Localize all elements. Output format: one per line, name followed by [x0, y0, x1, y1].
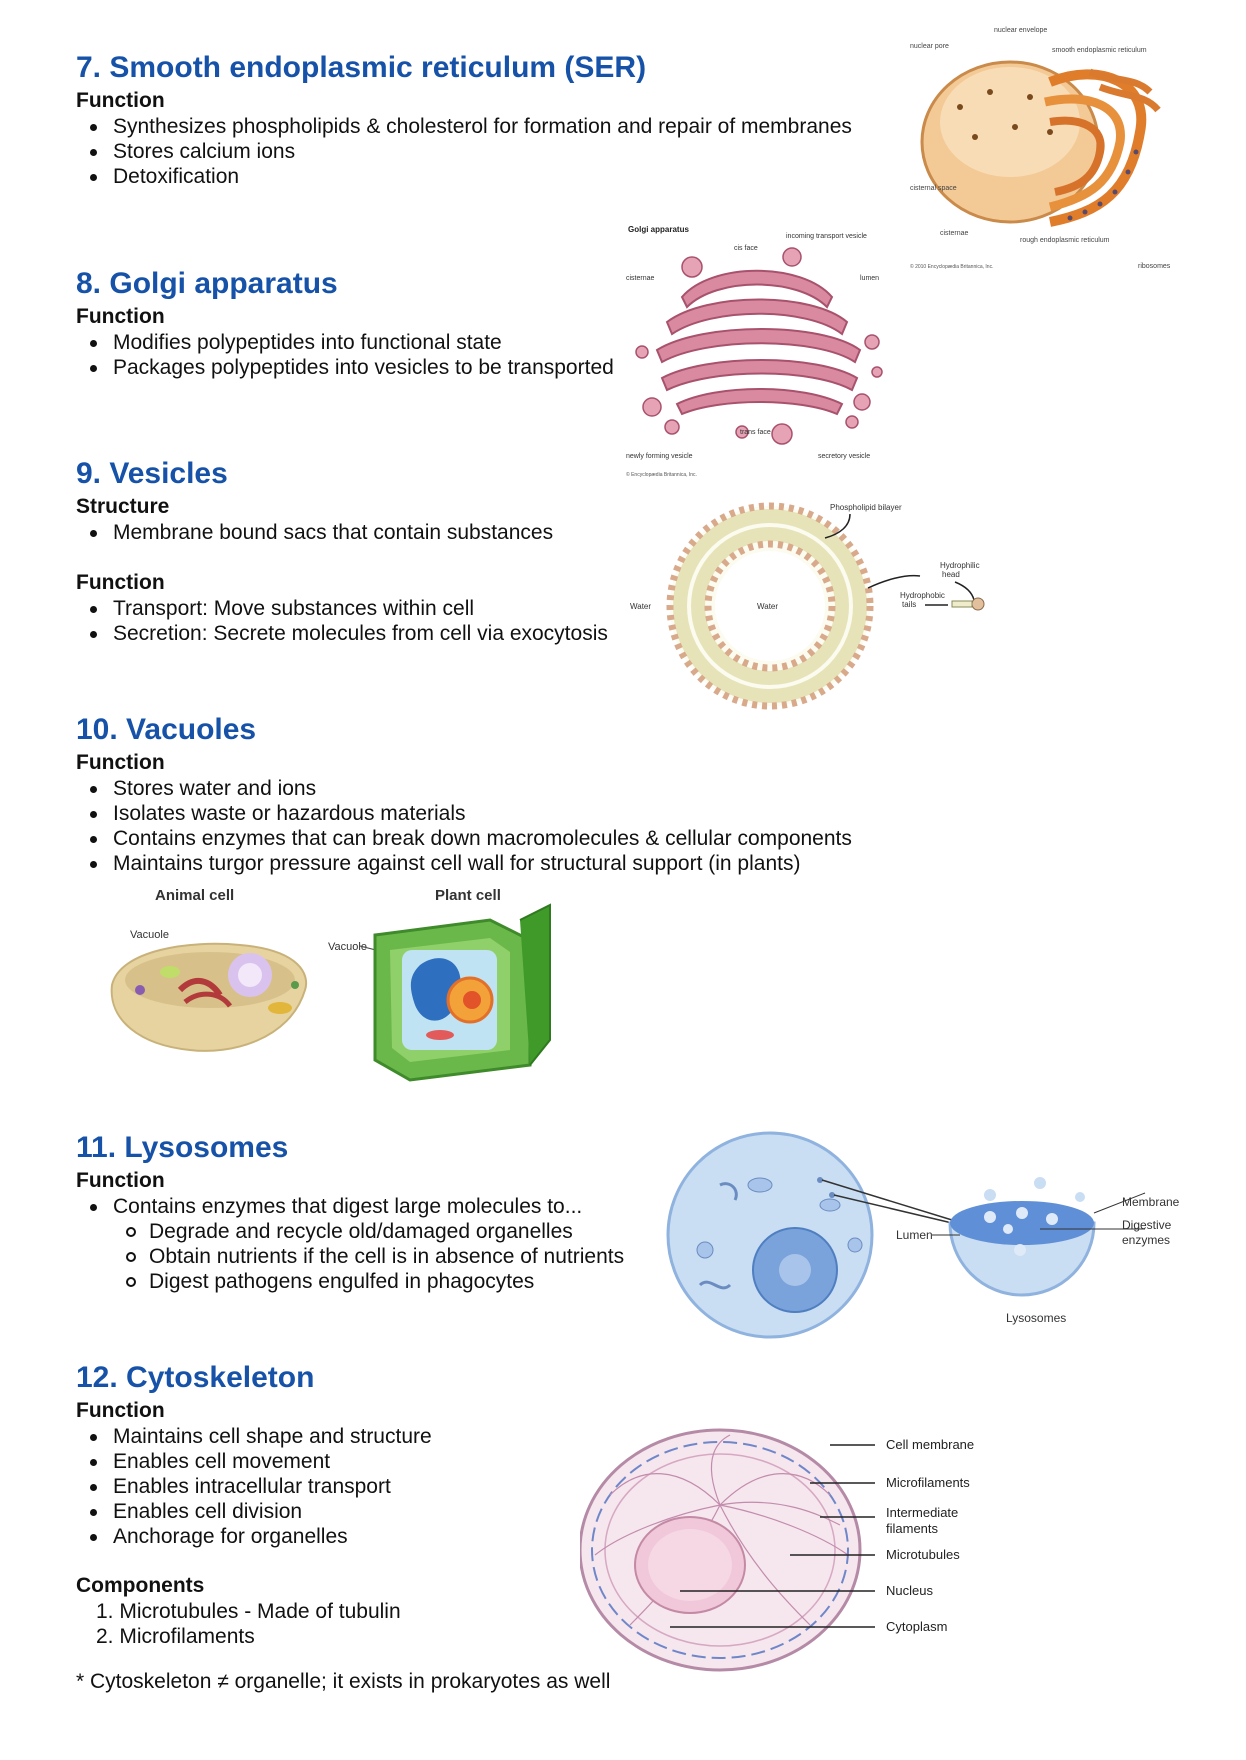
section-cytoskeleton: 12. Cytoskeleton Function Maintains cell…: [76, 1360, 610, 1695]
function-list: Transport: Move substances within cell S…: [76, 596, 608, 646]
lysosome-figure: Lumen Membrane Digestive enzymes Lysosom…: [660, 1125, 1200, 1345]
section-title: 9. Vesicles: [76, 457, 228, 490]
function-heading: Function: [76, 1399, 165, 1422]
label-nuclear-envelope: nuclear envelope: [994, 27, 1047, 34]
copyright-text: © Encyclopædia Britannica, Inc.: [626, 471, 697, 478]
label-secretory: secretory vesicle: [818, 453, 870, 460]
list-item: Membrane bound sacs that contain substan…: [76, 520, 608, 545]
list-item: Secretion: Secrete molecules from cell v…: [76, 621, 608, 646]
golgi-figure-title: Golgi apparatus: [628, 225, 689, 234]
vesicle-figure: Water Water Phospholipid bilayer Hydroph…: [620, 496, 1000, 716]
label-microtubules: Microtubules: [886, 1547, 960, 1562]
section-lysosomes: 11. Lysosomes Function Contains enzymes …: [76, 1130, 624, 1294]
list-item: Enables cell movement: [76, 1449, 610, 1474]
list-item: Digest pathogens engulfed in phagocytes: [76, 1269, 624, 1294]
footnote: * Cytoskeleton ≠ organelle; it exists in…: [76, 1670, 611, 1693]
function-heading: Function: [76, 751, 165, 774]
list-item: Contains enzymes that digest large molec…: [76, 1194, 624, 1219]
list-item: Contains enzymes that can break down mac…: [76, 826, 852, 851]
list-item: Modifies polypeptides into functional st…: [76, 330, 614, 355]
list-item: Synthesizes phospholipids & cholesterol …: [76, 114, 852, 139]
label-nuclear-pore: nuclear pore: [910, 43, 949, 50]
structure-list: Membrane bound sacs that contain substan…: [76, 520, 608, 545]
label-tails: tails: [902, 600, 916, 609]
components-heading: Components: [76, 1574, 205, 1597]
list-item: Maintains cell shape and structure: [76, 1424, 610, 1449]
label-lysosomes: Lysosomes: [1006, 1311, 1066, 1325]
list-item: 2. Microfilaments: [96, 1625, 255, 1648]
list-item: Transport: Move substances within cell: [76, 596, 608, 621]
label-smooth-er: smooth endoplasmic reticulum: [1052, 47, 1147, 54]
list-item: Enables intracellular transport: [76, 1474, 610, 1499]
section-golgi: 8. Golgi apparatus Function Modifies pol…: [76, 266, 614, 380]
label-cis-face: cis face: [734, 245, 758, 252]
function-list: Modifies polypeptides into functional st…: [76, 330, 614, 380]
function-heading: Function: [76, 571, 165, 594]
list-item: Packages polypeptides into vesicles to b…: [76, 355, 614, 380]
cytoskeleton-figure: Cell membrane Microfilaments Intermediat…: [580, 1425, 1020, 1675]
vacuole-figure: Animal cell Plant cell Vacuole Vacuole: [110, 880, 610, 1090]
label-water-outside: Water: [630, 602, 651, 611]
function-heading: Function: [76, 305, 165, 328]
label-cisternae: cisternae: [940, 230, 969, 237]
function-list: Contains enzymes that digest large molec…: [76, 1194, 624, 1219]
section-vacuoles: 10. Vacuoles Function Stores water and i…: [76, 712, 852, 876]
label-membrane: Membrane: [1122, 1195, 1180, 1209]
label-vacuole-plant: Vacuole: [328, 941, 367, 953]
function-list: Maintains cell shape and structure Enabl…: [76, 1424, 610, 1549]
section-title: 10. Vacuoles: [76, 713, 257, 746]
list-item: Maintains turgor pressure against cell w…: [76, 851, 852, 876]
label-cytoplasm: Cytoplasm: [886, 1619, 947, 1634]
label-animal-cell: Animal cell: [155, 887, 234, 904]
function-list: Stores water and ions Isolates waste or …: [76, 776, 852, 876]
label-filaments: filaments: [886, 1521, 939, 1536]
function-list: Synthesizes phospholipids & cholesterol …: [76, 114, 852, 189]
label-water-inside: Water: [757, 602, 778, 611]
label-hydrophobic: Hydrophobic: [900, 591, 945, 600]
list-item: Detoxification: [76, 164, 852, 189]
label-plant-cell: Plant cell: [435, 887, 501, 904]
label-enzymes: enzymes: [1122, 1233, 1170, 1247]
label-nucleus: Nucleus: [886, 1583, 933, 1598]
label-lumen: lumen: [860, 275, 879, 282]
components-list: 1. Microtubules - Made of tubulin 2. Mic…: [76, 1599, 610, 1649]
list-item: Enables cell division: [76, 1499, 610, 1524]
section-title: 11. Lysosomes: [76, 1131, 289, 1164]
function-heading: Function: [76, 89, 165, 112]
label-trans-face: trans face: [740, 429, 771, 436]
list-item: Degrade and recycle old/damaged organell…: [76, 1219, 624, 1244]
label-newly-forming: newly forming vesicle: [626, 453, 693, 460]
label-cisternal-space: cisternal space: [910, 185, 957, 192]
list-item: Stores water and ions: [76, 776, 852, 801]
label-cell-membrane: Cell membrane: [886, 1437, 974, 1452]
section-title: 12. Cytoskeleton: [76, 1361, 315, 1394]
function-heading: Function: [76, 1169, 165, 1192]
section-title: 8. Golgi apparatus: [76, 267, 338, 300]
golgi-figure: Golgi apparatus cis face incoming transp…: [622, 222, 892, 482]
sub-list: Degrade and recycle old/damaged organell…: [76, 1219, 624, 1294]
label-bilayer: Phospholipid bilayer: [830, 503, 902, 512]
list-item: Anchorage for organelles: [76, 1524, 610, 1549]
list-item: 1. Microtubules - Made of tubulin: [96, 1600, 401, 1623]
label-hydrophilic: Hydrophilic: [940, 561, 980, 570]
list-item: Stores calcium ions: [76, 139, 852, 164]
label-intermediate: Intermediate: [886, 1505, 958, 1520]
list-item: Isolates waste or hazardous materials: [76, 801, 852, 826]
list-item: Obtain nutrients if the cell is in absen…: [76, 1244, 624, 1269]
section-ser: 7. Smooth endoplasmic reticulum (SER) Fu…: [76, 50, 852, 189]
label-ribosomes: ribosomes: [1138, 263, 1171, 270]
ser-figure: nuclear envelope nuclear pore smooth end…: [900, 22, 1180, 272]
label-lumen: Lumen: [896, 1228, 933, 1242]
section-vesicles: 9. Vesicles Structure Membrane bound sac…: [76, 456, 608, 646]
label-cisternae: cisternae: [626, 275, 655, 282]
label-rough-er: rough endoplasmic reticulum: [1020, 237, 1110, 244]
structure-heading: Structure: [76, 495, 170, 518]
label-incoming: incoming transport vesicle: [786, 233, 867, 240]
label-head: head: [942, 570, 960, 579]
section-title: 7. Smooth endoplasmic reticulum (SER): [76, 51, 647, 84]
label-microfilaments: Microfilaments: [886, 1475, 970, 1490]
label-digestive: Digestive: [1122, 1218, 1172, 1232]
copyright-text: © 2010 Encyclopædia Britannica, Inc.: [910, 263, 993, 270]
label-vacuole-animal: Vacuole: [130, 929, 169, 941]
